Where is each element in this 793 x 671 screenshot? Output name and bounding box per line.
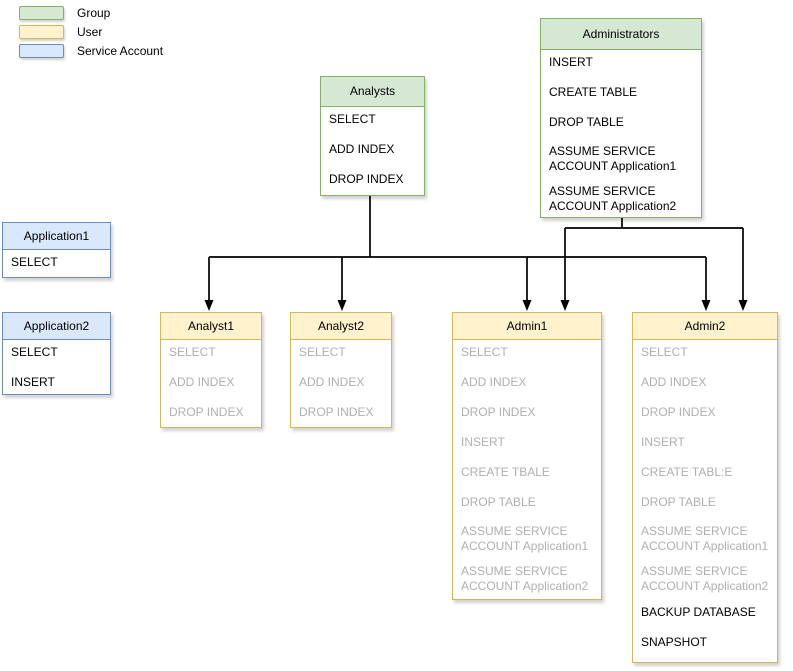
legend-label: User <box>77 24 103 39</box>
privilege-item-inherited: DROP INDEX <box>299 405 374 419</box>
privilege-item: SELECT <box>11 345 58 359</box>
privilege-list: SELECT ADD INDEX DROP INDEX <box>321 107 424 201</box>
privilege-item: DROP TABLE <box>549 115 624 129</box>
privilege-item-inherited: CREATE TBALE <box>461 465 550 479</box>
privilege-item-inherited: DROP INDEX <box>169 405 244 419</box>
privilege-item: BACKUP DATABASE <box>641 605 756 619</box>
service-account-swatch-icon <box>19 43 64 58</box>
privilege-item-inherited: ASSUME SERVICE ACCOUNT Application2 <box>641 564 769 593</box>
privilege-list: SELECT ADD INDEX DROP INDEX INSERT CREAT… <box>633 340 777 664</box>
legend-item-service-account[interactable]: Service Account <box>19 43 164 58</box>
privilege-list: SELECT ADD INDEX DROP INDEX <box>291 340 391 434</box>
node-title: Application2 <box>3 313 110 340</box>
user-swatch-icon <box>19 24 64 39</box>
privilege-item-inherited: SELECT <box>169 345 216 359</box>
arrowhead-admin1-left-icon <box>522 300 532 311</box>
node-title: Analyst1 <box>161 313 261 340</box>
privilege-item: SELECT <box>329 112 376 126</box>
arrowhead-admin2-left-icon <box>701 300 711 311</box>
node-title: Admin2 <box>633 313 777 340</box>
privilege-item: INSERT <box>11 375 55 389</box>
privilege-list: INSERT CREATE TABLE DROP TABLE ASSUME SE… <box>541 50 701 224</box>
legend: Group User Service Account <box>19 5 164 63</box>
legend-item-user[interactable]: User <box>19 24 163 39</box>
privilege-list: SELECT <box>3 250 110 284</box>
privilege-item-inherited: SELECT <box>641 345 688 359</box>
legend-label: Group <box>77 5 111 20</box>
node-title: Application1 <box>3 223 110 250</box>
privilege-item-inherited: CREATE TABL:E <box>641 465 733 479</box>
node-application2[interactable]: Application2 SELECT INSERT <box>2 312 111 395</box>
arrowhead-admin1-right-icon <box>560 300 570 311</box>
arrowhead-admin2-right-icon <box>738 300 748 311</box>
privilege-item-inherited: SELECT <box>299 345 346 359</box>
privilege-item-inherited: ASSUME SERVICE ACCOUNT Application2 <box>461 564 589 593</box>
node-analyst2[interactable]: Analyst2 SELECT ADD INDEX DROP INDEX <box>290 312 392 428</box>
privilege-item: ADD INDEX <box>329 142 395 156</box>
node-analyst1[interactable]: Analyst1 SELECT ADD INDEX DROP INDEX <box>160 312 262 428</box>
legend-item-group[interactable]: Group <box>19 5 163 20</box>
arrowhead-analyst2-icon <box>337 300 347 311</box>
group-swatch-icon <box>19 5 64 20</box>
privilege-item-inherited: ASSUME SERVICE ACCOUNT Application1 <box>641 524 769 553</box>
privilege-item-inherited: SELECT <box>461 345 508 359</box>
privilege-item: DROP INDEX <box>329 172 404 186</box>
privilege-list: SELECT INSERT <box>3 340 110 404</box>
node-title: Analysts <box>321 77 424 107</box>
privilege-item: INSERT <box>549 55 593 69</box>
node-analysts[interactable]: Analysts SELECT ADD INDEX DROP INDEX <box>320 76 425 196</box>
arrowhead-analyst1-icon <box>204 300 214 311</box>
node-admin1[interactable]: Admin1 SELECT ADD INDEX DROP INDEX INSER… <box>452 312 602 600</box>
privilege-list: SELECT ADD INDEX DROP INDEX <box>161 340 261 434</box>
privilege-item-inherited: ADD INDEX <box>641 375 707 389</box>
privilege-item-inherited: INSERT <box>641 435 685 449</box>
privilege-item: CREATE TABLE <box>549 85 638 99</box>
privilege-item: SELECT <box>11 255 58 269</box>
privilege-item: ASSUME SERVICE ACCOUNT Application1 <box>549 144 677 173</box>
node-title: Analyst2 <box>291 313 391 340</box>
node-title: Admin1 <box>453 313 601 340</box>
privilege-item-inherited: DROP INDEX <box>461 405 536 419</box>
privilege-item: SNAPSHOT <box>641 635 708 649</box>
node-admin2[interactable]: Admin2 SELECT ADD INDEX DROP INDEX INSER… <box>632 312 778 663</box>
privilege-item-inherited: ADD INDEX <box>299 375 365 389</box>
privilege-item-inherited: DROP INDEX <box>641 405 716 419</box>
privilege-item-inherited: INSERT <box>461 435 505 449</box>
node-title: Administrators <box>541 19 701 50</box>
privilege-item-inherited: DROP TABLE <box>461 495 536 509</box>
privilege-item: ASSUME SERVICE ACCOUNT Application2 <box>549 184 677 213</box>
node-application1[interactable]: Application1 SELECT <box>2 222 111 278</box>
legend-label: Service Account <box>77 43 164 58</box>
privilege-item-inherited: ADD INDEX <box>461 375 527 389</box>
privilege-item-inherited: DROP TABLE <box>641 495 716 509</box>
privilege-list: SELECT ADD INDEX DROP INDEX INSERT CREAT… <box>453 340 601 604</box>
privilege-item-inherited: ASSUME SERVICE ACCOUNT Application1 <box>461 524 589 553</box>
privilege-item-inherited: ADD INDEX <box>169 375 235 389</box>
node-administrators[interactable]: Administrators INSERT CREATE TABLE DROP … <box>540 18 702 218</box>
